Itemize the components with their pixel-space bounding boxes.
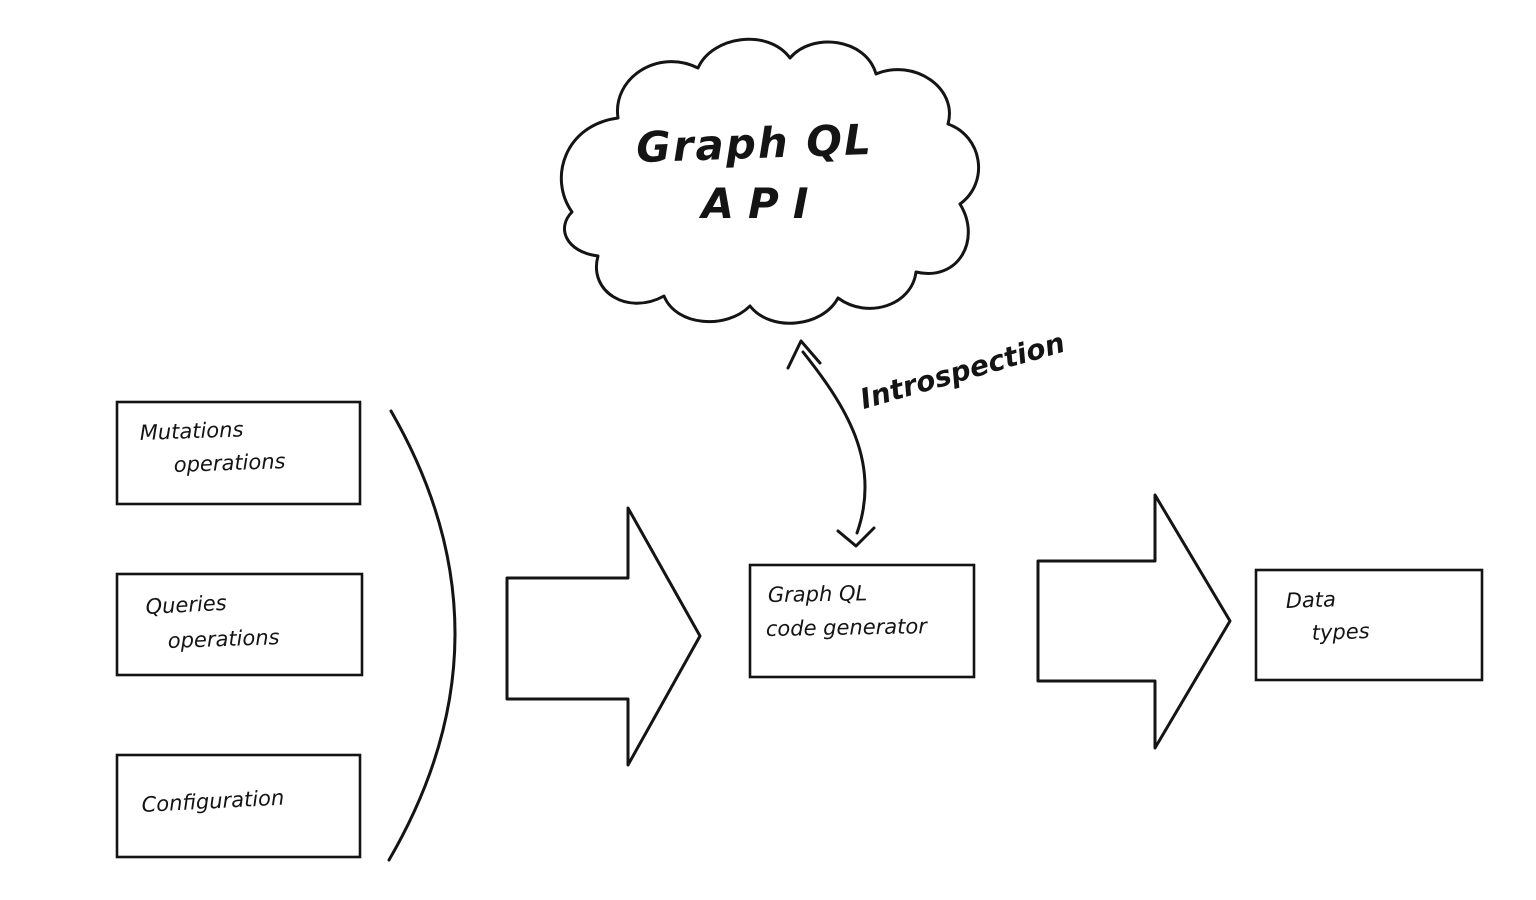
block-arrow-right [1036, 493, 1232, 750]
generator-box-line2: code generator [766, 614, 929, 641]
output-box-line2: types [1311, 619, 1370, 645]
input-box-mutations [115, 400, 362, 506]
introspection-arrowhead-bottom [836, 526, 876, 548]
cloud-shape [559, 37, 980, 325]
input-box-queries [115, 572, 364, 677]
output-box-data-types [1254, 568, 1484, 682]
cloud-label-line1: Graph QL [635, 115, 873, 172]
introspection-label: Introspection [856, 326, 1068, 416]
input-box-mutations-line1: Mutations [139, 417, 244, 445]
input-box-mutations-line2: operations [173, 449, 286, 477]
output-box-line1: Data [1285, 587, 1336, 613]
generator-box [748, 563, 976, 679]
input-box-queries-line2: operations [167, 625, 280, 653]
cloud-label-line2: API [699, 179, 823, 228]
generator-box-line1: Graph QL [768, 581, 868, 607]
introspection-arrowhead-top [786, 339, 822, 370]
input-box-configuration [115, 753, 362, 859]
introspection-arrow [801, 350, 867, 535]
grouping-arc [387, 409, 457, 862]
block-arrow-left [505, 506, 702, 767]
input-box-queries-line1: Queries [145, 591, 227, 619]
